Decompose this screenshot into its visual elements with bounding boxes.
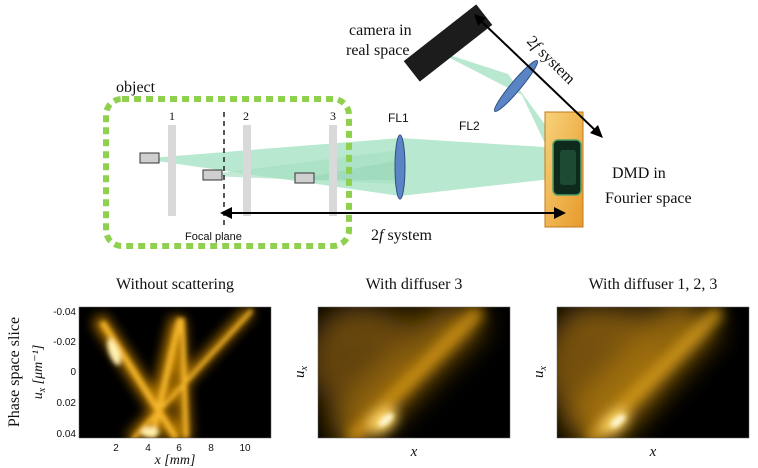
ytick-3: 0 (70, 367, 76, 378)
dmd-label-line1: DMD in (612, 165, 666, 182)
beam-lens1-to-dmd (400, 138, 560, 196)
ytick-2: -0.02 (53, 337, 76, 348)
ytick-4: 0.02 (57, 398, 77, 409)
object-label: object (116, 79, 156, 96)
diffuser-plane-3 (329, 125, 337, 216)
system-label-diagonal: 2f system (523, 33, 578, 88)
system-label-bottom: 2f system (371, 227, 432, 244)
panel1-x-ticks: 2 4 6 8 10 (113, 443, 251, 454)
arrow-2f-bottom (220, 207, 566, 219)
panel2-x-axis-label: x (410, 444, 418, 460)
panel-title-3: With diffuser 1, 2, 3 (589, 276, 718, 293)
diffuser-plane-2 (243, 125, 251, 216)
panel-title-2: With diffuser 3 (366, 276, 463, 293)
beam-lens2-to-camera (440, 52, 522, 95)
lens-fl2 (493, 60, 539, 112)
heatmap-with-diffuser-1-2-3 (557, 307, 749, 438)
panel1-y-axis-label: ux [μm⁻¹] (31, 345, 48, 400)
panel1-x-axis-label: x [mm] (154, 453, 196, 468)
ytick-1: -0.04 (53, 307, 76, 318)
xtick-4: 8 (208, 443, 214, 454)
diffuser-number-1: 1 (169, 109, 175, 123)
object-element-2 (202, 169, 223, 181)
camera-label-line2: real space (346, 42, 410, 59)
panel3-y-axis-label: ux (531, 365, 549, 378)
lens-fl1 (394, 134, 406, 200)
row-label: Phase space slice (6, 317, 23, 427)
heatmap-with-diffuser-3 (318, 307, 510, 438)
xtick-5: 10 (239, 443, 251, 454)
panel2-y-axis-label: ux (292, 365, 310, 378)
panel3-x-axis-label: x (649, 444, 657, 460)
object-element-1 (139, 152, 160, 164)
diffuser-plane-1 (168, 125, 176, 216)
focal-plane-label: Focal plane (185, 231, 242, 243)
arrow-2f-diagonal (474, 14, 603, 138)
object-box (103, 96, 352, 249)
dmd-device (544, 111, 584, 228)
beam-object-to-lens1 (150, 138, 400, 196)
xtick-1: 2 (113, 443, 119, 454)
lens-fl1-label: FL1 (388, 111, 409, 125)
dmd-label-line2: Fourier space (605, 190, 692, 207)
xtick-3: 6 (176, 443, 182, 454)
diffuser-number-3: 3 (330, 109, 336, 123)
diffuser-number-2: 2 (243, 109, 249, 123)
panel1-y-ticks: -0.04 -0.02 0 0.02 0.04 (53, 307, 76, 440)
xtick-2: 4 (145, 443, 151, 454)
lens-fl2-label: FL2 (459, 119, 480, 133)
object-element-3 (294, 172, 315, 184)
camera-body (403, 4, 493, 82)
heatmap-without-scattering (79, 307, 271, 438)
beam-secondary (212, 150, 400, 184)
ytick-5: 0.04 (57, 429, 77, 440)
camera-label-line1: camera in (349, 22, 412, 39)
panel-title-1: Without scattering (116, 276, 234, 293)
